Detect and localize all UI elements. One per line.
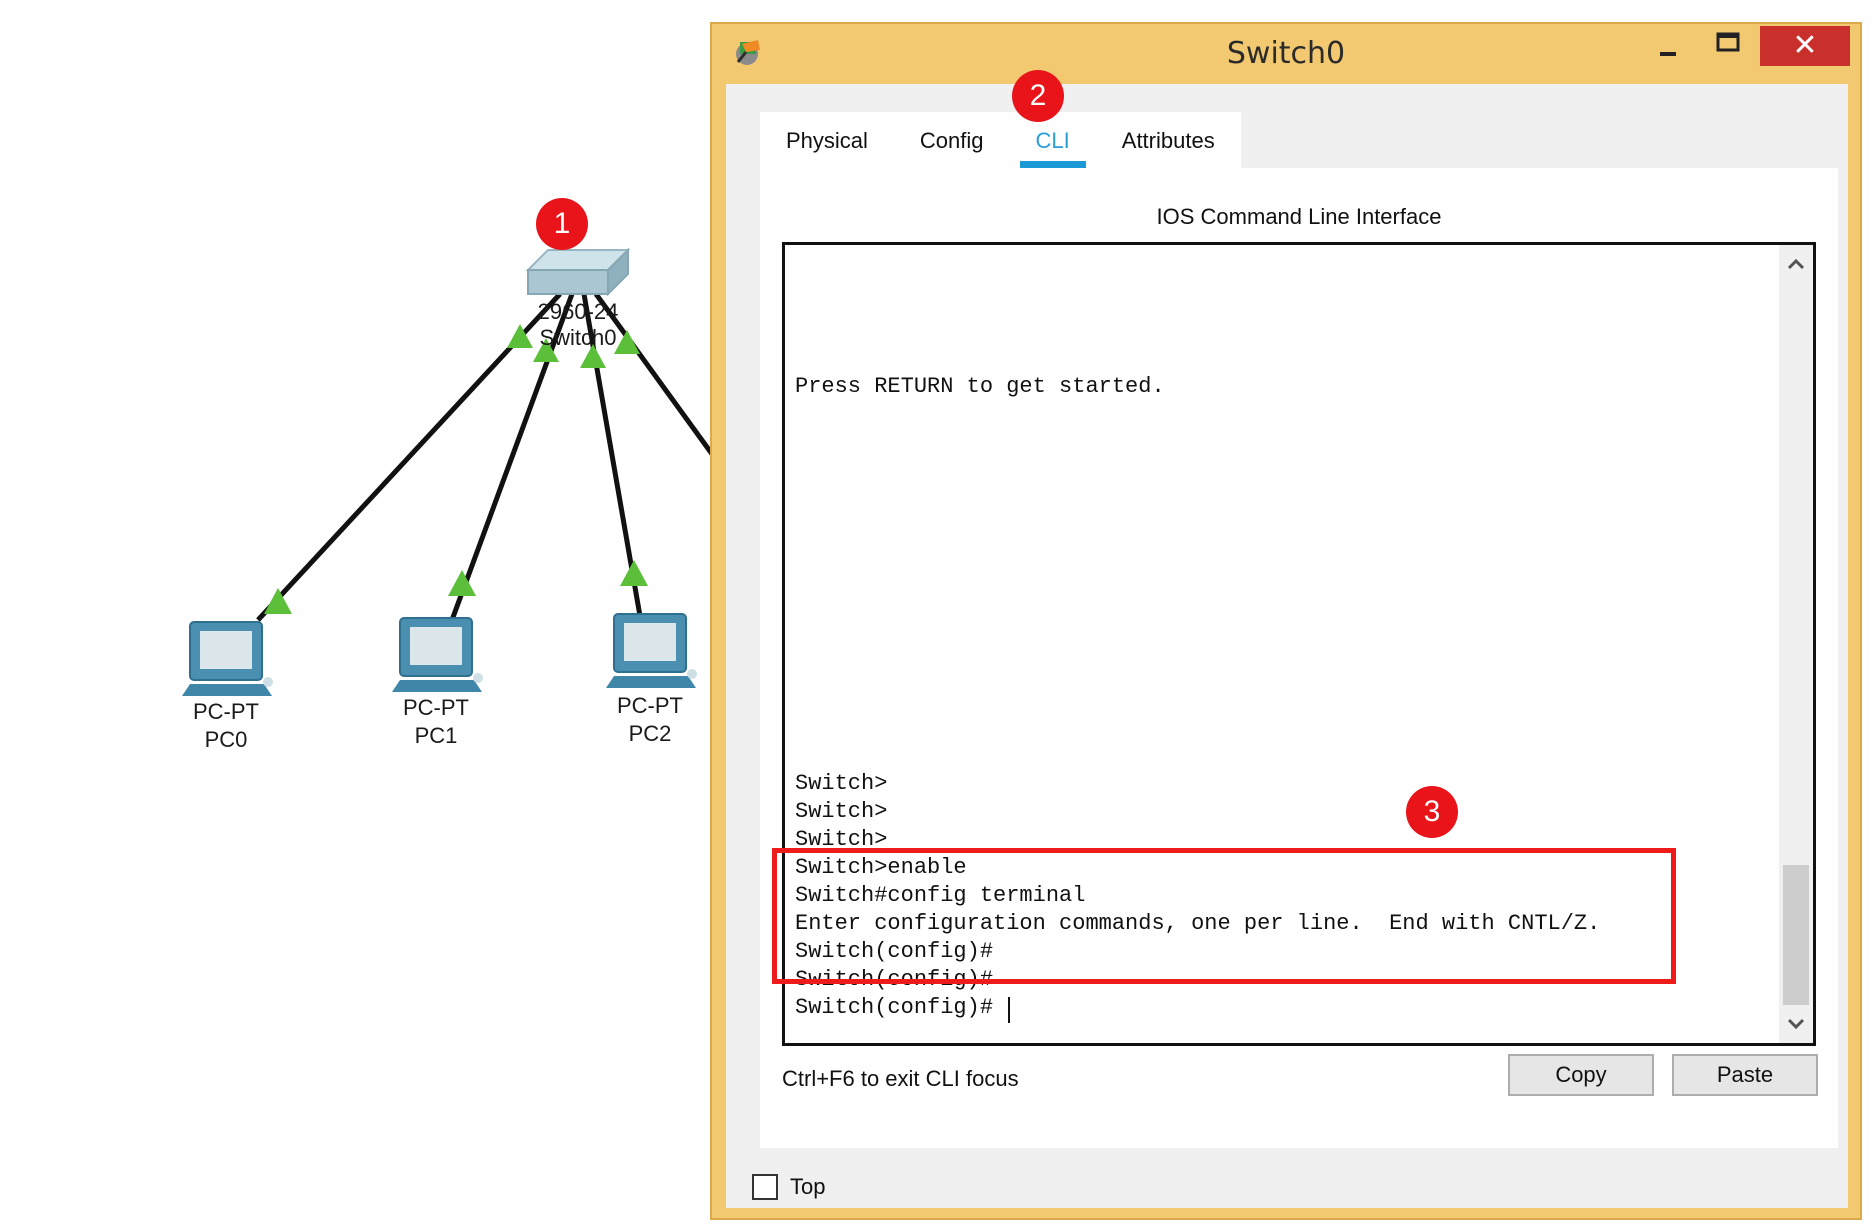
- top-checkbox[interactable]: [752, 1174, 778, 1200]
- paste-button[interactable]: Paste: [1672, 1054, 1818, 1096]
- terminal-line: Switch>: [795, 799, 888, 824]
- text-cursor: [1008, 997, 1010, 1023]
- link-status-arrows: [264, 324, 648, 614]
- window-titlebar[interactable]: Switch0 ✕: [712, 24, 1860, 84]
- highlight-box: [772, 848, 1676, 984]
- cli-focus-hint: Ctrl+F6 to exit CLI focus: [782, 1066, 1019, 1091]
- terminal-scrollbar[interactable]: [1779, 245, 1813, 1043]
- minimize-icon: [1660, 52, 1676, 56]
- cli-panel: IOS Command Line Interface Press RETURN …: [760, 168, 1838, 1148]
- terminal-line: Switch(config)#: [795, 939, 994, 964]
- link-switch-pc1[interactable]: [449, 293, 575, 621]
- tab-config[interactable]: Config: [894, 112, 1010, 168]
- terminal-output[interactable]: Press RETURN to get started. Switch> Swi…: [795, 245, 1775, 1043]
- link-up-icon: [620, 560, 648, 586]
- link-up-icon: [614, 330, 640, 354]
- cli-heading: IOS Command Line Interface: [1156, 204, 1442, 229]
- pc-icon[interactable]: [392, 617, 483, 692]
- window-client-area: Physical Config CLI Attributes IOS Comma…: [726, 84, 1848, 1208]
- switch-icon[interactable]: [525, 247, 631, 297]
- tab-label: Attributes: [1121, 128, 1215, 153]
- close-icon: ✕: [1792, 28, 1818, 63]
- minimize-button[interactable]: [1646, 26, 1690, 66]
- pc1-name-label: PC1: [414, 723, 458, 748]
- tab-label: Config: [919, 128, 984, 153]
- terminal-line: Switch>enable: [795, 855, 967, 880]
- maximize-icon: [1716, 32, 1740, 52]
- pc2-model-label: PC-PT: [617, 693, 683, 718]
- close-button[interactable]: ✕: [1760, 26, 1850, 66]
- top-checkbox-label: Top: [790, 1174, 826, 1199]
- link-up-icon: [448, 570, 476, 596]
- terminal-line: Enter configuration commands, one per li…: [795, 911, 1601, 936]
- pc2-name-label: PC2: [628, 721, 672, 746]
- window-title: Switch0: [1226, 36, 1346, 71]
- copy-button[interactable]: Copy: [1508, 1054, 1654, 1096]
- scroll-down-icon[interactable]: [1779, 1009, 1813, 1039]
- terminal-line: Switch#config terminal: [795, 883, 1086, 908]
- cli-terminal[interactable]: Press RETURN to get started. Switch> Swi…: [782, 242, 1816, 1046]
- pc-icon[interactable]: [182, 621, 273, 696]
- tab-label: CLI: [1035, 128, 1070, 153]
- step-marker-2: 2: [1012, 70, 1064, 122]
- link-switch-pc0[interactable]: [256, 292, 562, 622]
- terminal-line: Switch>: [795, 827, 888, 852]
- tab-physical[interactable]: Physical: [760, 112, 894, 168]
- scroll-up-icon[interactable]: [1779, 249, 1813, 279]
- maximize-button[interactable]: [1706, 26, 1750, 66]
- link-switch-offscreen[interactable]: [593, 292, 715, 456]
- terminal-line: Switch(config)#: [795, 995, 994, 1020]
- tab-cli[interactable]: CLI: [1010, 112, 1096, 168]
- packet-tracer-app-icon: [736, 40, 760, 65]
- switch-name-label: Switch0: [539, 325, 617, 350]
- device-window: Switch0 ✕ Physical Config CLI Attributes…: [710, 22, 1862, 1220]
- tab-bar: Physical Config CLI Attributes: [760, 112, 1241, 168]
- terminal-line: Press RETURN to get started.: [795, 374, 1165, 399]
- link-up-icon: [507, 324, 533, 348]
- step-marker-3: 3: [1406, 786, 1458, 838]
- switch-model-label: 2960-24: [537, 299, 619, 324]
- pc-icon[interactable]: [606, 613, 697, 688]
- link-up-icon: [264, 588, 292, 614]
- pc1-model-label: PC-PT: [403, 695, 469, 720]
- tab-attributes[interactable]: Attributes: [1096, 112, 1241, 168]
- tab-label: Physical: [786, 128, 868, 153]
- pc0-name-label: PC0: [204, 727, 248, 752]
- link-up-icon: [533, 338, 559, 362]
- pc0-model-label: PC-PT: [193, 699, 259, 724]
- link-up-icon: [580, 344, 606, 368]
- terminal-line: Switch>: [795, 771, 888, 796]
- scrollbar-thumb[interactable]: [1783, 865, 1809, 1005]
- step-marker-1: 1: [536, 198, 588, 250]
